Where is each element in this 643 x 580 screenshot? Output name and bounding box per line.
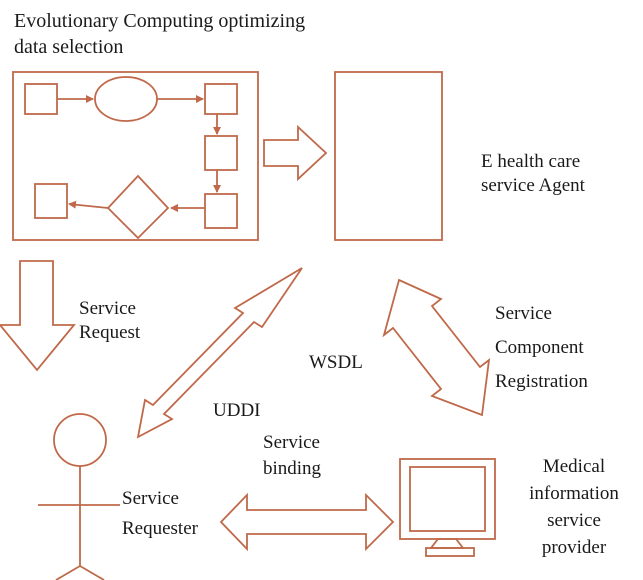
- registration-double-arrow: [382, 278, 491, 417]
- registration-line-1: Service: [495, 303, 552, 324]
- agent-box: [334, 71, 443, 241]
- registration-line-2: Component: [495, 337, 584, 358]
- evolutionary-process-box: [12, 71, 259, 241]
- binding-line-2: binding: [263, 458, 322, 479]
- process-node-oval: [94, 76, 158, 122]
- registration-line-3: Registration: [495, 371, 588, 392]
- agent-label: E health care service Agent: [481, 150, 585, 198]
- title-line-2: data selection: [14, 36, 124, 58]
- service-request-line-1: Service: [79, 298, 136, 319]
- uddi-label: UDDI: [213, 400, 261, 421]
- computer-monitor-icon: [399, 458, 496, 557]
- process-node-right-top: [204, 83, 238, 115]
- flow-arrow-6: [68, 200, 109, 209]
- service-request-line-2: Request: [79, 322, 141, 343]
- process-node-start: [24, 83, 58, 115]
- process-node-diamond: [106, 174, 170, 240]
- provider-line-4: provider: [541, 537, 607, 558]
- uddi-double-arrow: [136, 267, 303, 439]
- binding-line-1: Service: [263, 432, 320, 453]
- provider-line-3: service: [547, 510, 601, 531]
- registration-label: Service Component Registration: [495, 297, 588, 399]
- diagram-title: Evolutionary Computing optimizing data s…: [14, 8, 305, 60]
- requester-line-1: Service: [122, 488, 179, 509]
- requester-figure: [38, 413, 120, 580]
- agent-label-line-2: service Agent: [481, 175, 585, 196]
- binding-double-arrow: [219, 492, 395, 552]
- provider-label: Medical information service provider: [514, 453, 634, 561]
- process-node-right-mid: [204, 135, 238, 171]
- requester-label: Service Requester: [122, 484, 198, 544]
- agent-label-line-1: E health care: [481, 151, 581, 172]
- process-node-right-bottom: [204, 193, 238, 229]
- title-line-1: Evolutionary Computing optimizing: [14, 10, 306, 32]
- process-node-end: [34, 183, 68, 219]
- service-request-label: Service Request: [79, 297, 140, 345]
- provider-line-2: information: [529, 483, 619, 504]
- block-arrow-right: [263, 124, 328, 182]
- wsdl-label: WSDL: [309, 352, 363, 373]
- provider-line-1: Medical: [542, 456, 606, 477]
- requester-line-2: Requester: [122, 518, 198, 539]
- service-request-arrow: [0, 260, 76, 372]
- binding-label: Service binding: [263, 430, 321, 482]
